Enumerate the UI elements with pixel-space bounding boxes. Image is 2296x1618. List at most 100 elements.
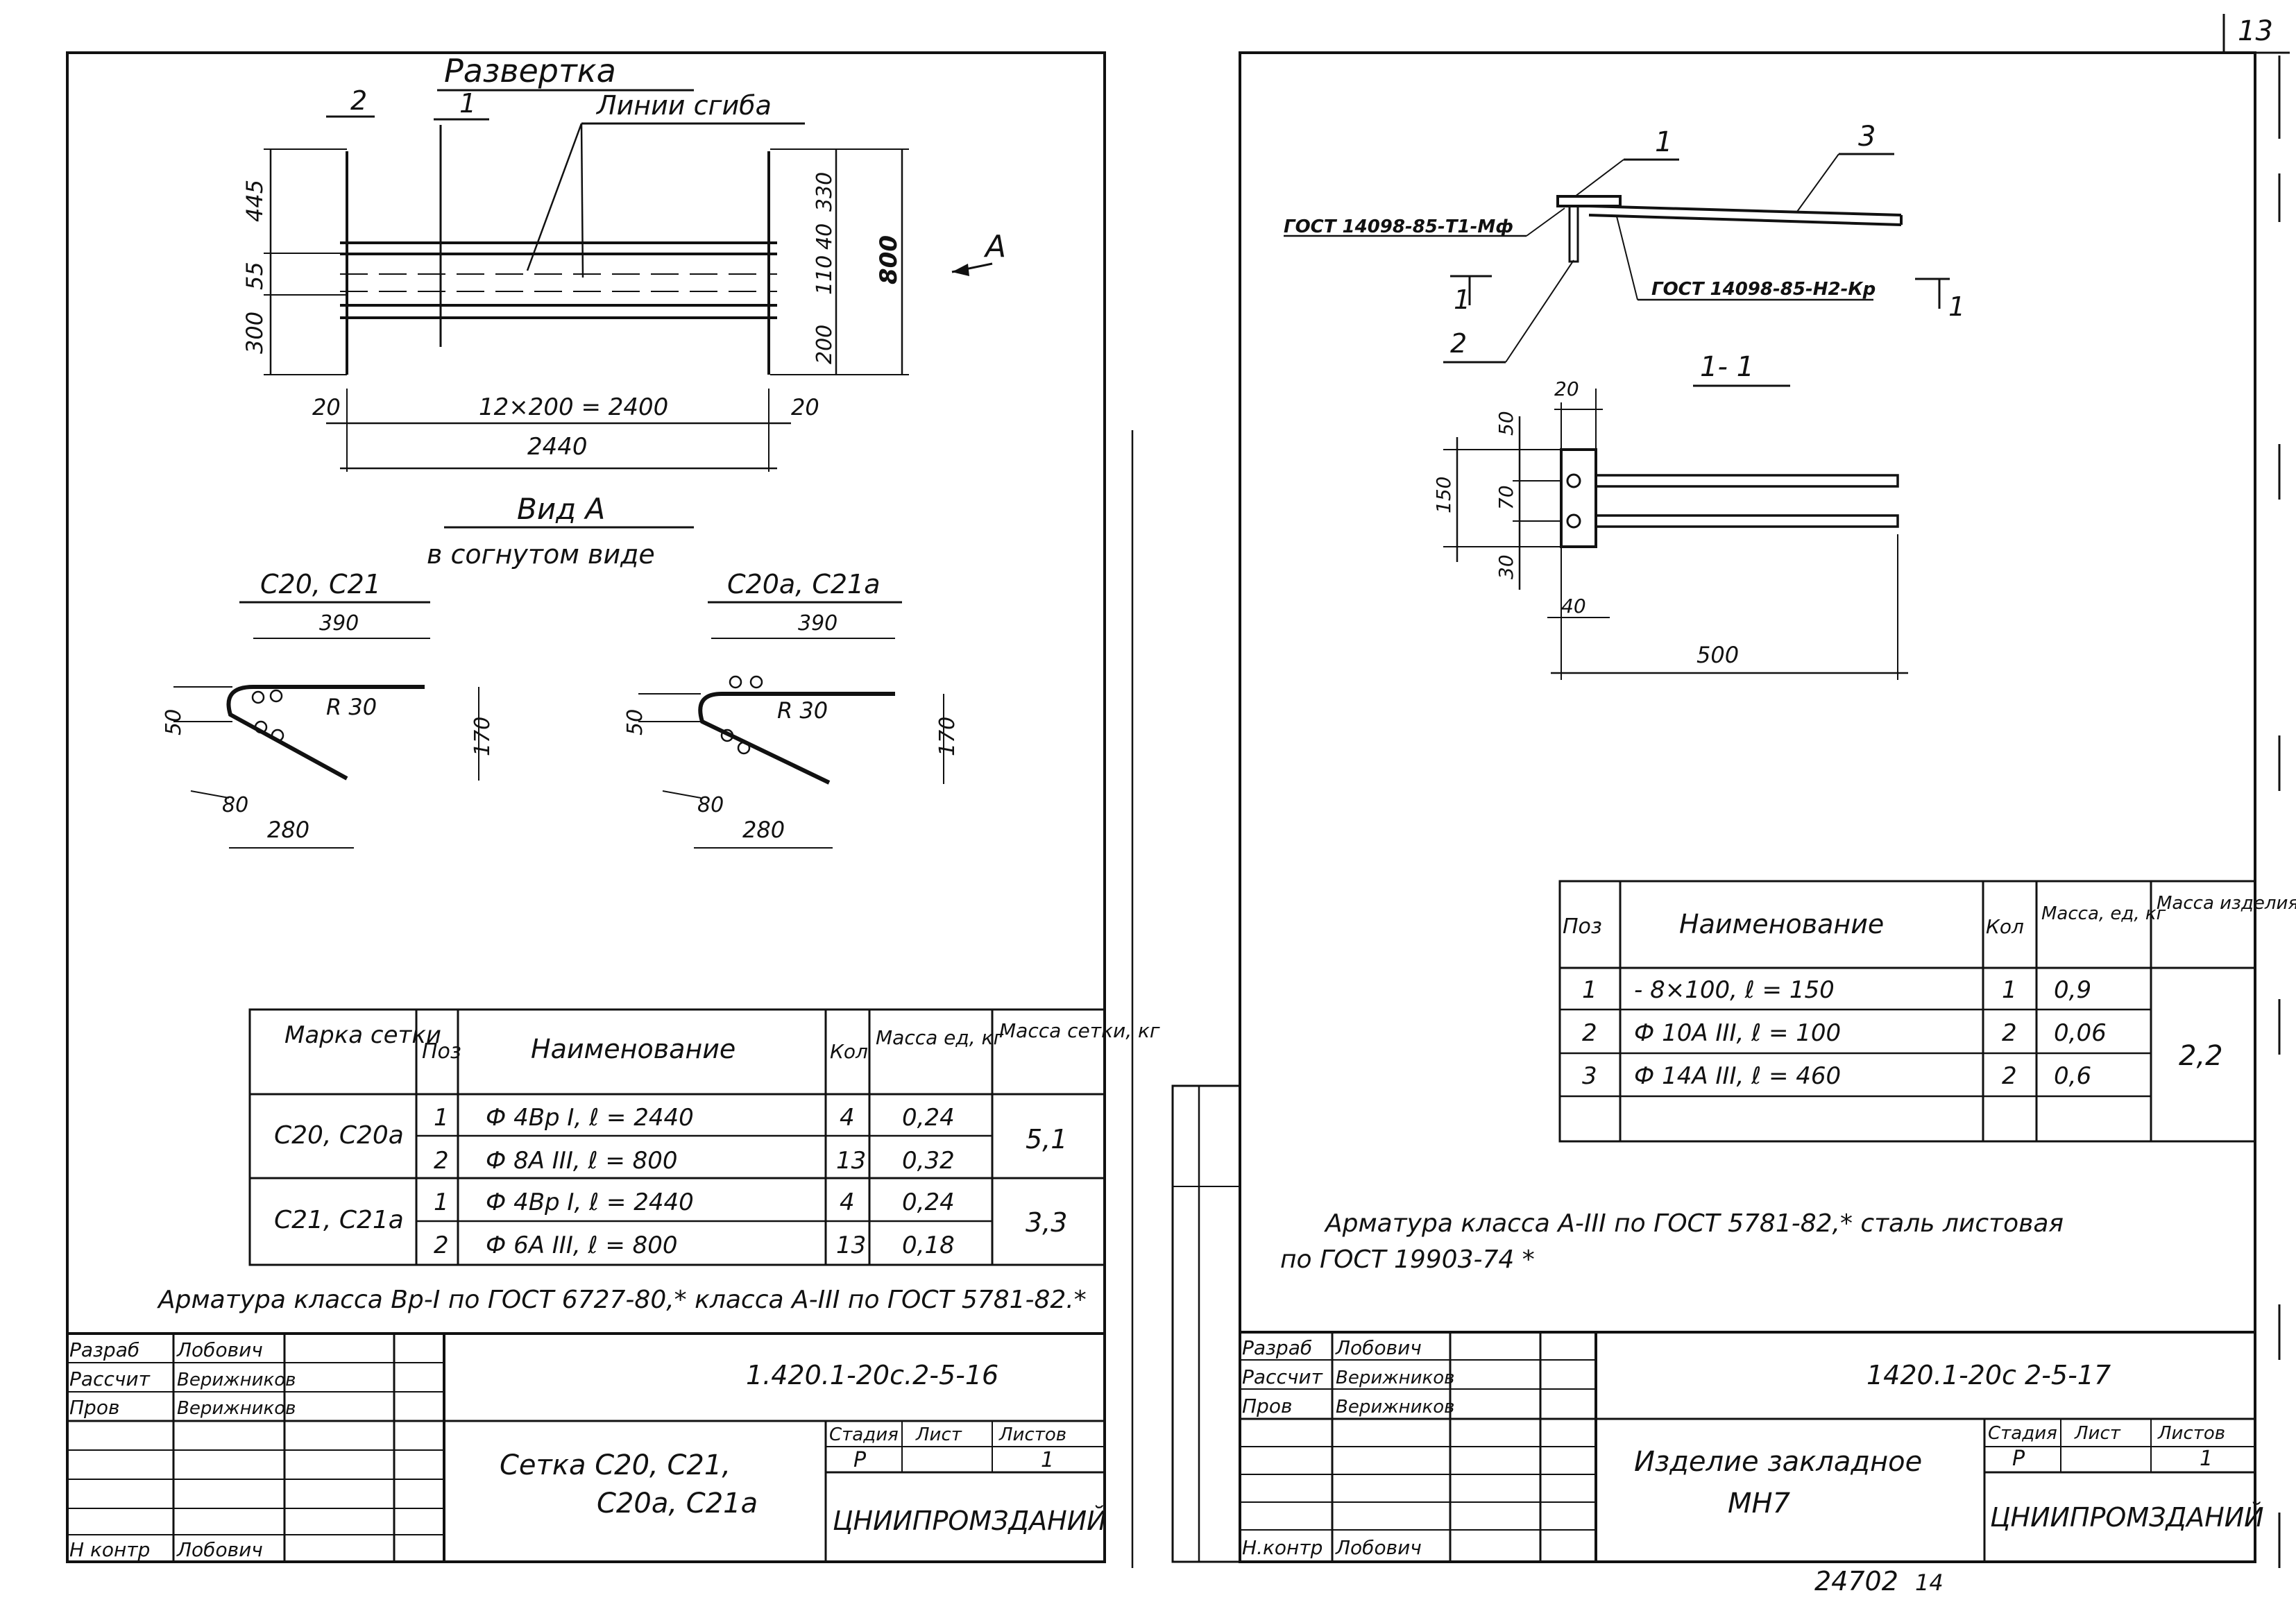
view-arrow-label: А	[983, 229, 1006, 264]
sheets-left: 1	[1041, 1448, 1054, 1472]
dim-390-right: 390	[798, 611, 837, 636]
sec-dim-40: 40	[1561, 595, 1586, 618]
rname-1: - 8×100, ℓ = 150	[1634, 976, 1835, 1004]
org-left: ЦНИИПРОМЗДАНИЙ	[833, 1506, 1107, 1536]
left-sheet: Развертка 2 1 Линии сгиба	[66, 51, 1160, 1563]
dim-390-left: 390	[319, 611, 359, 636]
title-left-1: Сетка С20, С21,	[500, 1449, 731, 1481]
stage-hdr-left: Стадия	[829, 1424, 899, 1445]
dim-total: 2440	[527, 433, 588, 461]
role-developed: Разраб	[69, 1338, 139, 1361]
dim-110: 110	[813, 255, 837, 295]
mass-c21-1: 0,24	[902, 1189, 955, 1216]
pos-c21-1: 1	[434, 1189, 449, 1216]
th-mass-unit: Масса ед, кг	[876, 1026, 1003, 1049]
role-norm-control: Н контр	[69, 1538, 150, 1561]
dim-55: 55	[241, 262, 268, 290]
qty-c20-2: 13	[836, 1147, 866, 1175]
right-sheet: 13 1 3 ГОСТ 14098-85-Т1-Мф ГОСТ 14098-85…	[1171, 14, 2296, 1596]
name-c21-1: Ф 4Вр I, ℓ = 2440	[486, 1189, 694, 1216]
right-note-1: Арматура класса А-III по ГОСТ 5781-82,* …	[1324, 1209, 2064, 1238]
sheet-number: 13	[2238, 15, 2273, 47]
stage-hdr-right: Стадия	[1988, 1423, 2057, 1444]
view-a: Вид А в согнутом виде С20, С21 390 R 30 …	[162, 492, 960, 849]
cut-right: 1	[1948, 291, 1965, 322]
rrole-norm-control: Н.контр	[1242, 1536, 1323, 1559]
side-stamp	[1171, 1084, 1241, 1563]
name-c20-2: Ф 8А III, ℓ = 800	[486, 1147, 678, 1175]
rmass-2: 0,06	[2054, 1019, 2107, 1047]
dim-80-right: 80	[697, 793, 724, 817]
mark-c20: С20, С20а	[274, 1121, 404, 1150]
th-mark: Марка сетки	[284, 1021, 441, 1049]
name-c21-2: Ф 6А III, ℓ = 800	[486, 1232, 678, 1259]
qty-c20-1: 4	[840, 1104, 855, 1132]
right-frame	[1239, 51, 2256, 1563]
sec-dim-150: 150	[1432, 477, 1455, 513]
mark-c21: С21, С21а	[274, 1206, 404, 1234]
razvertka-view: Развертка 2 1 Линии сгиба	[241, 52, 1006, 472]
view-arrow	[952, 264, 969, 276]
doc-code-right: 1420.1-20с 2-5-17	[1866, 1360, 2111, 1390]
sheets-right: 1	[2200, 1447, 2213, 1471]
part-callout-2: 2	[1450, 328, 1467, 359]
rrole-calculated: Рассчит	[1242, 1365, 1323, 1388]
pos-c20-2: 2	[434, 1147, 449, 1175]
callout-1: 1	[459, 88, 476, 119]
rpos-3: 3	[1582, 1062, 1597, 1090]
left-title-block: Разраб Рассчит Пров Н контр Лобович Вери…	[67, 1332, 1107, 1562]
right-title-block: Разраб Рассчит Пров Н.контр Лобович Вери…	[1240, 1331, 2264, 1562]
left-frame	[66, 51, 1106, 1563]
dim-300: 300	[241, 312, 268, 354]
rname-3: Ф 14А III, ℓ = 460	[1634, 1062, 1841, 1090]
callout-2: 2	[350, 85, 367, 116]
rth-mass-total: Масса изделия, кг	[2157, 893, 2296, 914]
name-checked: Верижников	[177, 1398, 296, 1419]
mass-c20-1: 0,24	[902, 1104, 955, 1132]
part-callout-3: 3	[1858, 121, 1876, 153]
rmass-1: 0,9	[2054, 976, 2091, 1004]
dim-r30-right: R 30	[777, 697, 828, 724]
sec-dim-70: 70	[1495, 485, 1517, 510]
right-note-2: по ГОСТ 19903-74 *	[1280, 1245, 1535, 1274]
dim-200: 200	[813, 325, 837, 364]
sec-dim-20: 20	[1554, 377, 1579, 400]
dim-330: 330	[813, 172, 837, 212]
th-mass-total: Масса сетки, кг	[999, 1019, 1160, 1042]
dim-170-left: 170	[470, 717, 495, 756]
rpos-1: 1	[1582, 976, 1597, 1004]
name-developed: Лобович	[176, 1338, 263, 1361]
rqty-2: 2	[2002, 1019, 2017, 1047]
role-calculated: Рассчит	[69, 1368, 151, 1390]
rqty-3: 2	[2002, 1062, 2017, 1090]
left-spec-table: Марка сетки Поз Наименование Кол Масса е…	[248, 1008, 1160, 1266]
pos-c21-2: 2	[434, 1232, 449, 1259]
razvertka-title: Развертка	[444, 52, 616, 90]
sheets-hdr-left: Листов	[998, 1424, 1066, 1445]
bend-lines-label: Линии сгиба	[595, 90, 772, 121]
footer-code: 24702	[1814, 1566, 1898, 1596]
rpos-2: 2	[1582, 1019, 1597, 1047]
sec-dim-30: 30	[1495, 554, 1517, 579]
dim-445: 445	[241, 180, 268, 222]
stage-right: Р	[2012, 1447, 2025, 1471]
qty-c21-1: 4	[840, 1189, 855, 1216]
rrole-developed: Разраб	[1242, 1336, 1312, 1359]
sheets-hdr-right: Листов	[2157, 1423, 2225, 1444]
dim-280-left: 280	[267, 817, 309, 843]
name-norm-control: Лобович	[176, 1538, 263, 1561]
rname-2: Ф 10А III, ℓ = 100	[1634, 1019, 1841, 1047]
title-right-2: МН7	[1728, 1488, 1791, 1519]
rname-developed: Лобович	[1335, 1336, 1422, 1359]
profile-label-left: С20, С21	[260, 569, 381, 599]
th-name: Наименование	[531, 1034, 735, 1064]
cut-left: 1	[1454, 284, 1470, 315]
mass-c20-2: 0,32	[902, 1147, 955, 1175]
rth-name: Наименование	[1679, 909, 1884, 939]
profile-label-right: С20а, С21а	[727, 569, 881, 599]
dim-800: 800	[875, 235, 903, 284]
rqty-1: 1	[2002, 976, 2017, 1004]
rmass-total: 2,2	[2179, 1040, 2223, 1072]
sec-dim-500: 500	[1697, 642, 1739, 668]
